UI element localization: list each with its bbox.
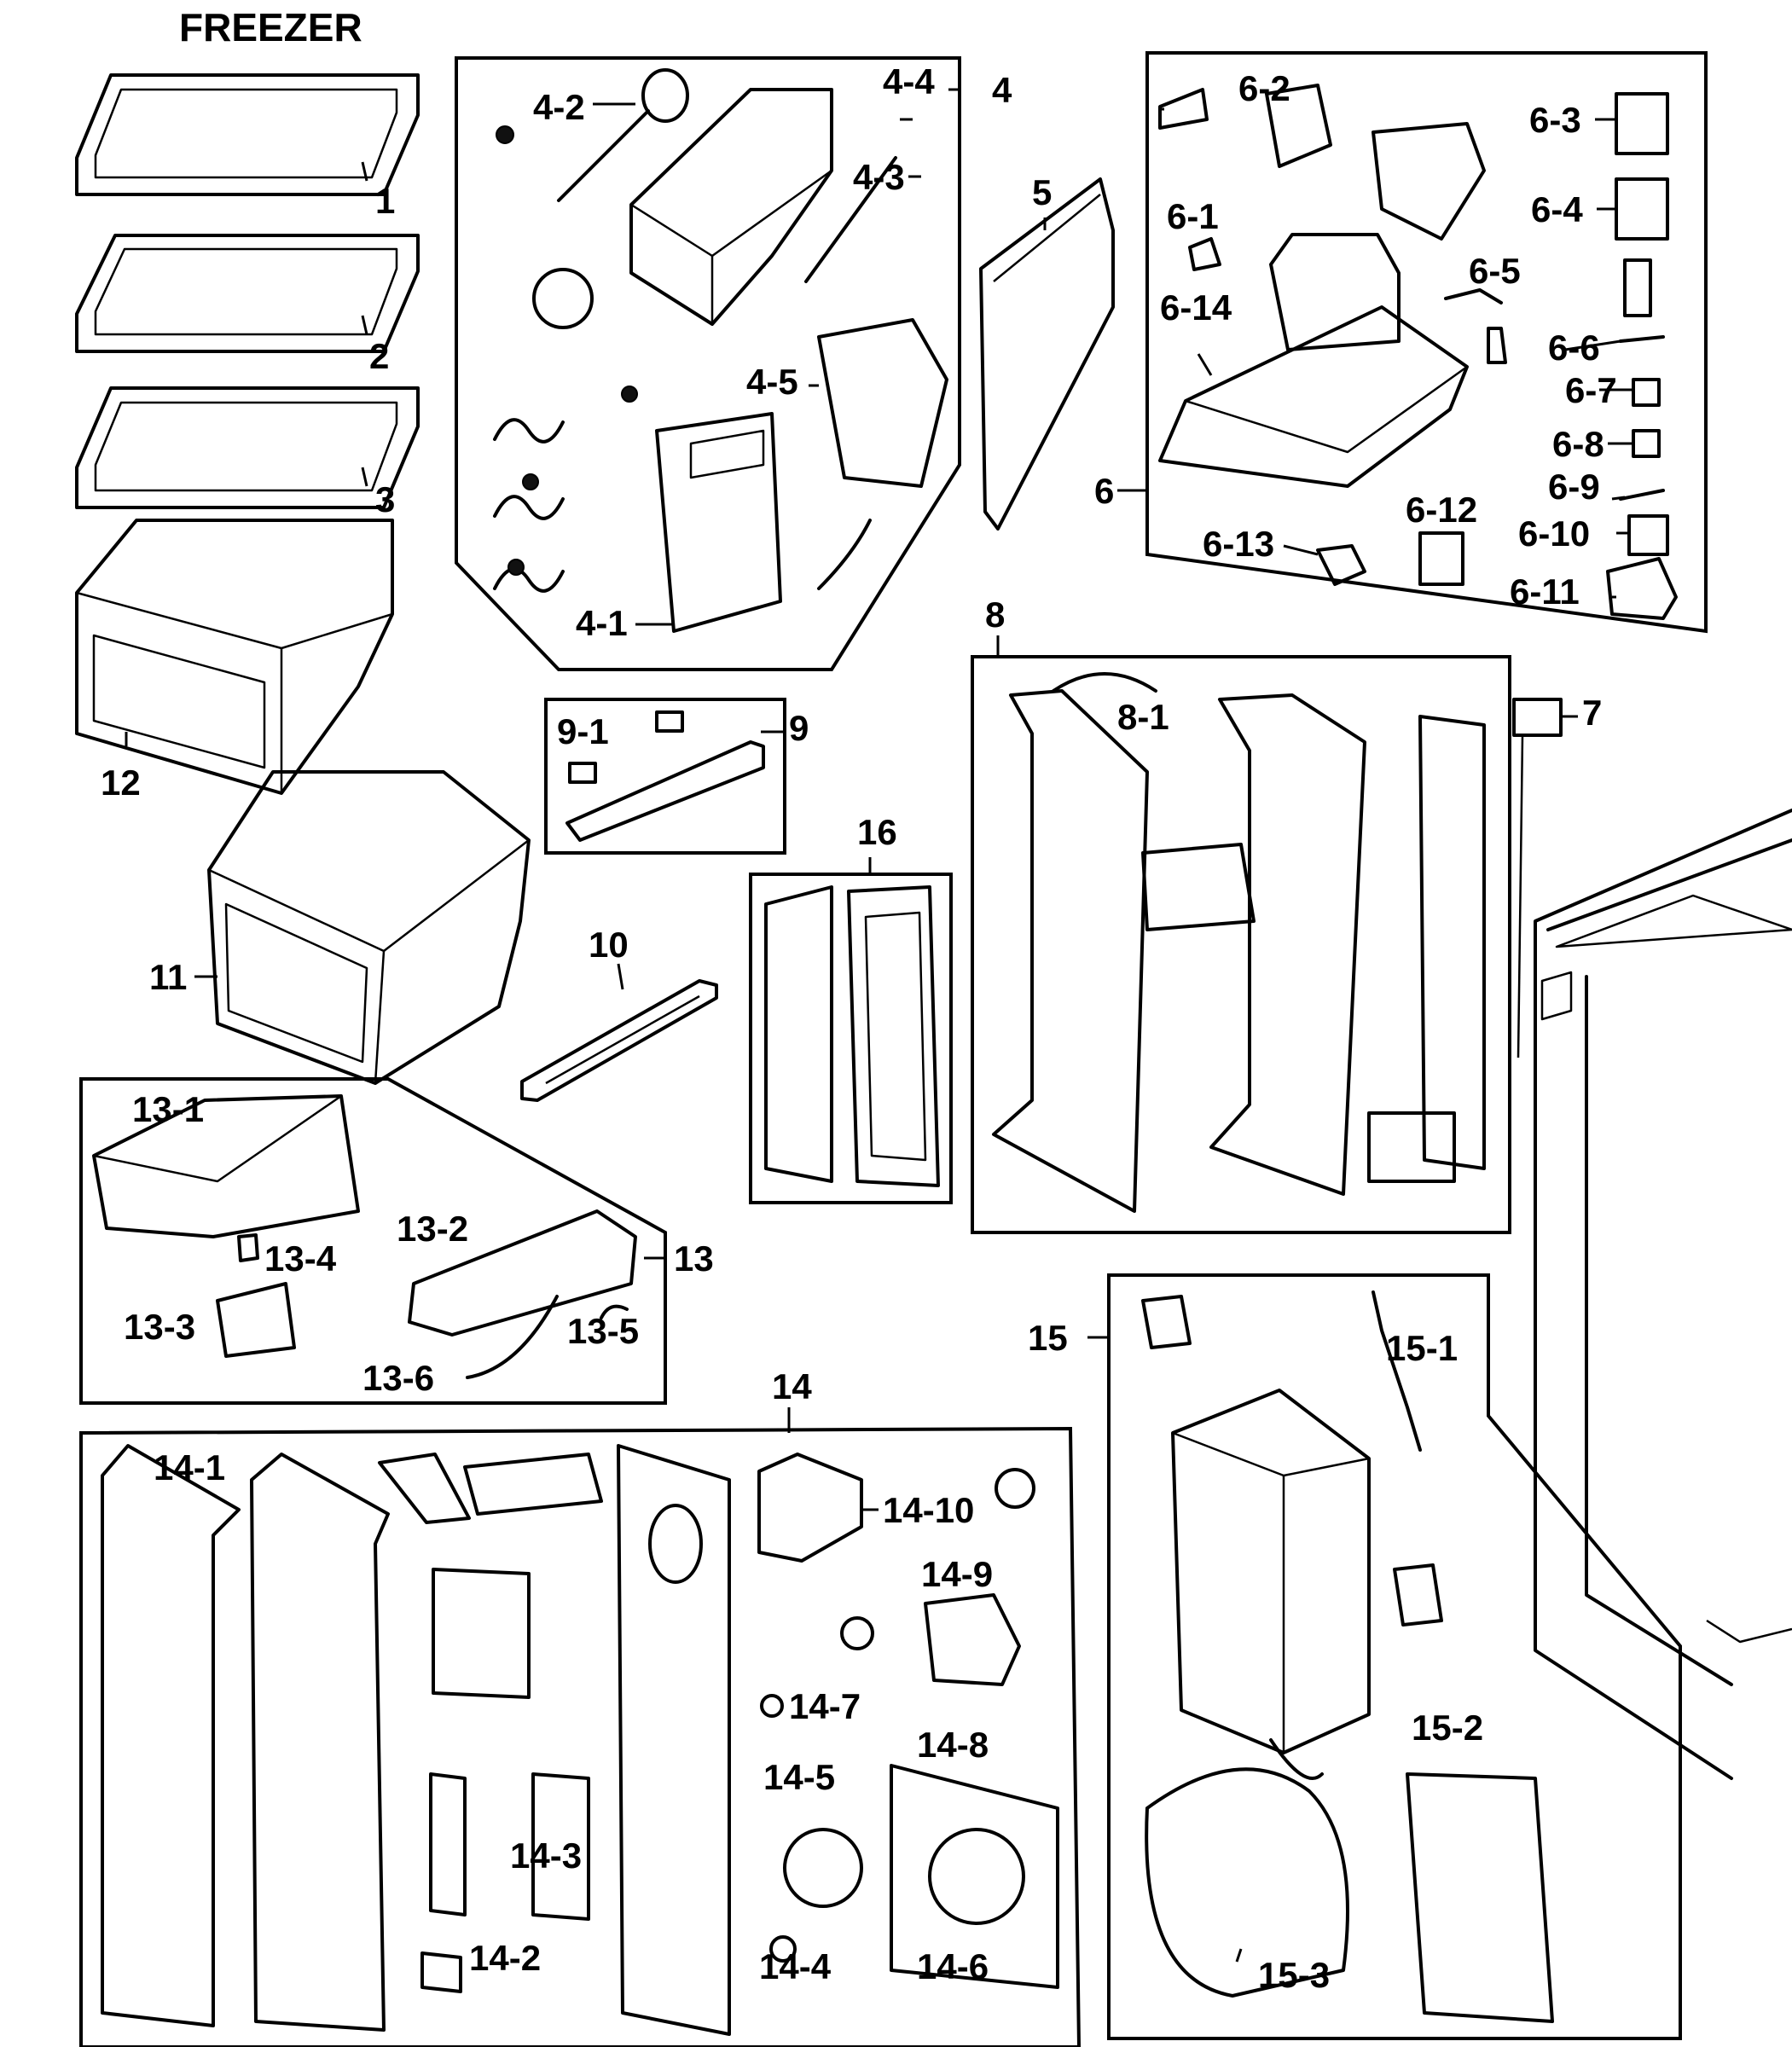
callout-6-8: 6-8 [1552,424,1604,464]
callout-3: 3 [375,479,395,519]
callout-15-3: 15-3 [1258,1955,1330,1995]
callout-6-2: 6-2 [1238,68,1290,108]
fan-motor-assembly-14 [757,1453,1059,1989]
callout-14-4: 14-4 [759,1946,832,1986]
callout-14-10: 14-10 [883,1490,974,1530]
callout-9: 9 [789,708,809,748]
shelf-2 [75,234,420,353]
callout-2: 2 [369,336,389,376]
callout-6-13: 6-13 [1203,524,1274,564]
callout-4-2: 4-2 [533,87,585,127]
callout-6-6: 6-6 [1548,328,1600,368]
shelf-1 [75,73,420,196]
callout-13-4: 13-4 [264,1238,337,1279]
callout-4-1: 4-1 [576,603,628,643]
box-15 [1107,1273,1682,2040]
ice-bucket-4-3 [629,88,833,326]
callout-13-5: 13-5 [567,1311,639,1351]
callout-13-3: 13-3 [124,1307,195,1347]
callout-8: 8 [985,594,1005,635]
ice-maker-assembly-6 [1158,84,1678,620]
callout-13-6: 13-6 [362,1358,434,1398]
fan-duct-panels-14 [101,1444,731,2036]
callout-12: 12 [101,763,141,803]
callout-6-4: 6-4 [1531,189,1583,229]
callout-14-5: 14-5 [763,1757,835,1797]
callout-14-1: 14-1 [154,1447,225,1487]
callout-14-9: 14-9 [921,1554,993,1594]
callout-13-2: 13-2 [397,1209,468,1249]
callout-6-10: 6-10 [1518,513,1590,554]
callout-6-3: 6-3 [1529,100,1581,140]
callout-11: 11 [149,957,187,997]
callout-labels: 1 2 3 4 4-1 4-2 4-3 4-4 4-5 5 6 6-1 6-2 … [101,61,1617,1995]
shelf-3 [75,386,420,509]
door-switch-7 [1512,698,1563,1058]
callout-6-12: 6-12 [1406,490,1477,530]
callout-6: 6 [1094,471,1114,511]
auger-4-2 [496,68,689,329]
diagram-title: FREEZER [179,5,362,49]
duct-strip-10 [520,979,718,1102]
ice-maker-parts-4 [493,156,948,633]
ice-maker-13 [92,1094,637,1379]
callout-6-11: 6-11 [1510,571,1580,612]
callout-14-7: 14-7 [789,1686,861,1726]
crisper-drawer-12 [75,519,394,795]
callout-14-6: 14-6 [917,1946,989,1986]
crisper-drawer-11 [207,770,531,1085]
callout-15: 15 [1028,1318,1068,1358]
callout-13-1: 13-1 [132,1089,204,1129]
callout-6-7: 6-7 [1565,370,1617,410]
refrigerator-cabinet [1534,809,1792,1780]
duct-cover-9 [565,710,765,842]
box-13 [79,1077,667,1405]
callout-14-8: 14-8 [917,1725,989,1765]
box-9 [544,698,786,855]
callout-6-5: 6-5 [1469,251,1521,291]
callout-14-3: 14-3 [510,1835,582,1876]
callout-6-14: 6-14 [1160,287,1232,328]
box-4 [455,56,961,671]
leader-lines [125,88,1633,1963]
box-6 [1145,51,1708,634]
callout-15-2: 15-2 [1412,1708,1483,1748]
callout-5: 5 [1032,172,1052,212]
box-14 [79,1426,1082,2047]
callout-4-5: 4-5 [746,362,798,402]
duct-doors-16 [764,885,940,1187]
callout-4-3: 4-3 [853,157,905,197]
callout-10: 10 [589,925,629,965]
callout-7: 7 [1582,693,1602,733]
duct-panels-8 [992,672,1486,1213]
callout-13: 13 [674,1238,714,1279]
box-8 [971,655,1511,1234]
callout-4: 4 [992,70,1012,110]
callout-16: 16 [857,812,897,852]
callout-6-9: 6-9 [1548,467,1600,507]
callout-14: 14 [772,1366,812,1406]
callout-8-1: 8-1 [1117,697,1169,737]
evaporator-15 [1141,1290,1554,2023]
callout-15-1: 15-1 [1386,1328,1458,1368]
box-16 [749,873,953,1204]
callout-1: 1 [375,181,395,221]
callout-14-2: 14-2 [469,1938,541,1978]
callout-6-1: 6-1 [1167,196,1219,236]
callout-4-4: 4-4 [883,61,935,101]
evaporator-cover-bracket-5 [979,177,1115,531]
callout-9-1: 9-1 [557,711,609,751]
